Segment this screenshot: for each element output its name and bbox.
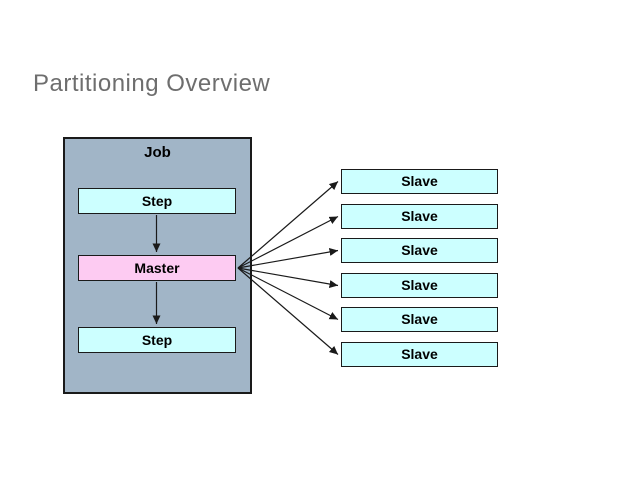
slave-box: Slave: [341, 169, 498, 194]
slave-box: Slave: [341, 238, 498, 263]
job-container: Job Step Master Step: [63, 137, 252, 394]
step-box-bottom: Step: [78, 327, 236, 353]
slave-box: Slave: [341, 307, 498, 332]
arrow-master-to-slave-5: [237, 267, 339, 321]
step-box-top: Step: [78, 188, 236, 214]
slave-box: Slave: [341, 273, 498, 298]
arrow-master-to-slave-1: [237, 181, 339, 269]
slave-box: Slave: [341, 342, 498, 367]
arrow-master-to-slave-4: [237, 267, 339, 288]
page-title: Partitioning Overview: [33, 70, 271, 97]
job-label: Job: [144, 144, 171, 161]
arrow-master-to-slave-2: [237, 215, 339, 269]
arrow-master-to-slave-6: [237, 267, 339, 355]
slave-box: Slave: [341, 204, 498, 229]
master-box: Master: [78, 255, 236, 281]
arrow-master-to-slave-3: [237, 248, 339, 269]
